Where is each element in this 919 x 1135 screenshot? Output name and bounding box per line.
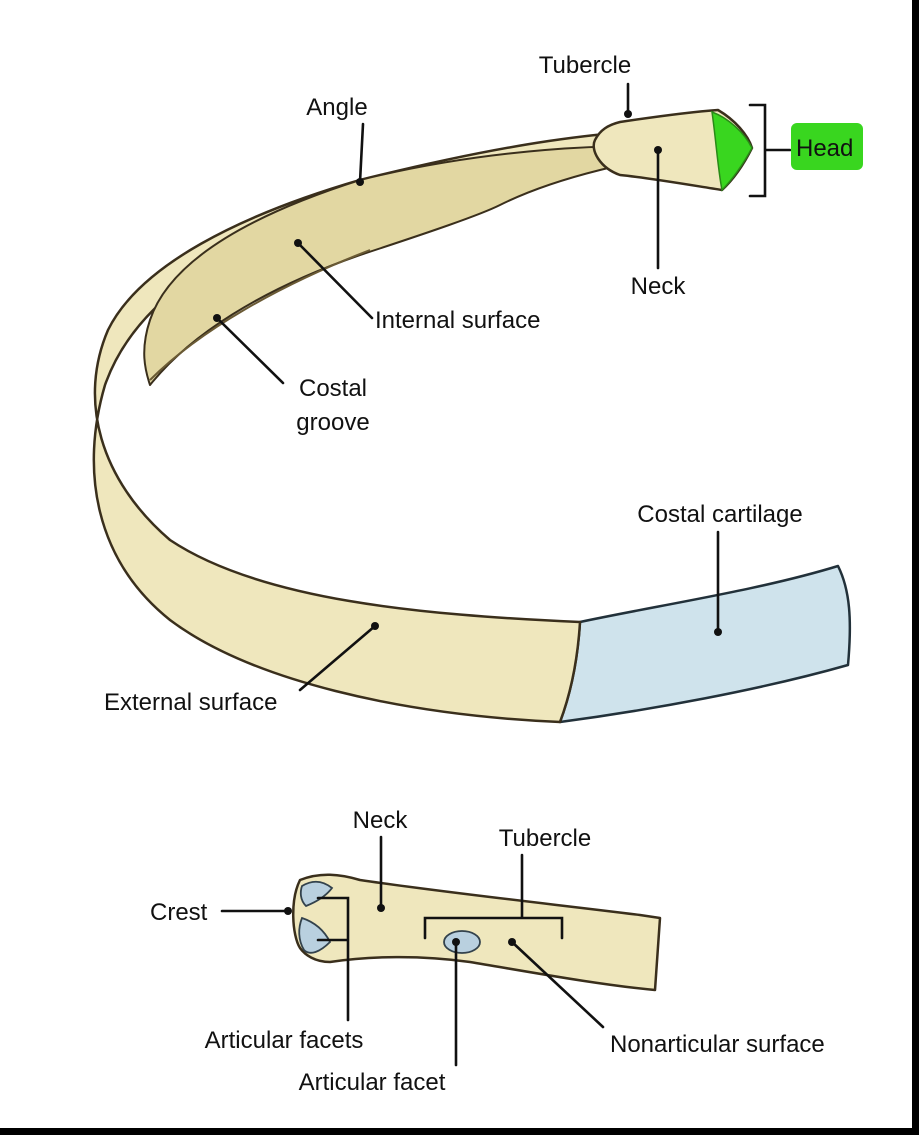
label-neck-top: Neck — [631, 273, 687, 300]
leader-nonarticular-surface — [510, 940, 605, 1029]
label-external-surface: External surface — [104, 689, 277, 716]
leader-articular-facets — [316, 896, 350, 1022]
label-crest: Crest — [150, 899, 208, 926]
leader-tubercle-bottom — [423, 853, 564, 940]
label-nonarticular-surface: Nonarticular surface — [610, 1031, 825, 1058]
dot-costal-cartilage — [714, 628, 722, 636]
leader-angle — [358, 122, 365, 184]
label-angle: Angle — [306, 94, 367, 121]
head-bracket — [748, 103, 792, 198]
dot-external-surface — [371, 622, 379, 630]
label-tubercle-bottom: Tubercle — [499, 825, 591, 852]
label-articular-facet: Articular facet — [299, 1069, 446, 1096]
leader-costal-groove — [215, 316, 285, 385]
dot-costal-groove — [213, 314, 221, 322]
dot-neck — [654, 146, 662, 154]
rib-end-shape — [292, 873, 662, 992]
dot-articular-facet — [452, 938, 460, 946]
internal-surface-shape — [143, 145, 701, 386]
dot-nonarticular-surface — [508, 938, 516, 946]
dot-internal-surface — [294, 239, 302, 247]
tubercle-articular-facet — [443, 930, 481, 954]
rib-illustration — [92, 108, 852, 724]
rib-end-illustration — [292, 873, 662, 992]
top-labels: Tubercle Angle Head Neck Internal surfac… — [104, 52, 863, 716]
label-tubercle-top: Tubercle — [539, 52, 631, 79]
label-neck-bottom: Neck — [353, 807, 409, 834]
dot-angle — [356, 178, 364, 186]
dot-tubercle — [624, 110, 632, 118]
lower-articular-facet — [298, 916, 332, 954]
label-costal-groove-line1: Costal — [299, 375, 367, 402]
bottom-leader-lines — [220, 835, 605, 1067]
head-highlight — [711, 110, 753, 192]
leader-external-surface — [298, 624, 377, 692]
dot-neck-bottom — [377, 904, 385, 912]
label-articular-facets: Articular facets — [205, 1027, 364, 1054]
label-costal-groove-line2: groove — [296, 409, 369, 436]
head-label-highlight — [791, 123, 863, 170]
costal-cartilage-shape — [558, 564, 852, 724]
label-costal-cartilage: Costal cartilage — [637, 501, 802, 528]
label-internal-surface: Internal surface — [375, 307, 540, 334]
leader-internal-surface — [296, 241, 374, 320]
top-leader-lines — [213, 82, 792, 692]
dot-crest — [284, 907, 292, 915]
bottom-labels: Neck Tubercle Crest Articular facets Art… — [150, 807, 825, 1096]
costal-groove-line — [149, 249, 371, 381]
label-head: Head — [796, 135, 853, 162]
